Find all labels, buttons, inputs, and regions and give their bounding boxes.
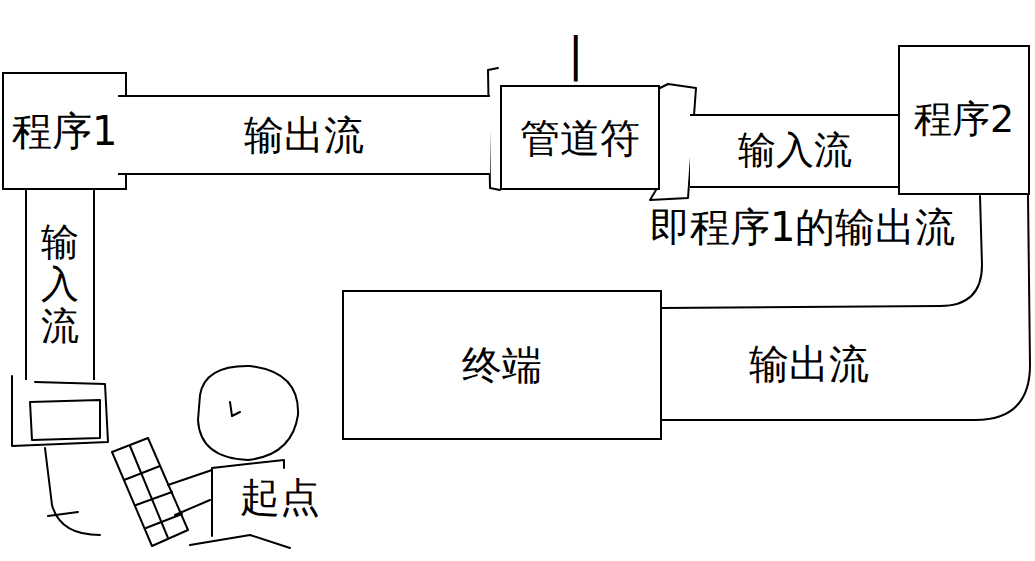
node-text: 程序1 xyxy=(12,108,117,154)
node-text: 输入流 xyxy=(738,129,852,173)
cable-sketch xyxy=(45,448,100,535)
person-arm xyxy=(168,470,212,515)
node-text: 输出流 xyxy=(244,112,364,158)
process-box: 管道符 xyxy=(500,85,660,190)
stream-band: 输入流 xyxy=(690,114,900,188)
start-label: 起点 xyxy=(240,474,320,520)
node-text: 输入流 xyxy=(41,222,79,347)
node-text: 终端 xyxy=(462,342,542,388)
process-box: 程序1 xyxy=(2,72,127,190)
process-box: 终端 xyxy=(342,290,662,440)
monitor-sketch xyxy=(12,376,108,446)
monitor-sketch xyxy=(30,400,100,440)
stream-band: 输出流 xyxy=(664,310,954,418)
person-face xyxy=(230,402,240,416)
stream-band: 输入流 xyxy=(25,190,95,380)
node-text: 程序2 xyxy=(914,98,1014,142)
person-head xyxy=(198,366,298,460)
keyboard-sketch xyxy=(112,438,188,546)
node-text: 管道符 xyxy=(520,115,640,161)
stream-band: 输出流 xyxy=(118,95,490,175)
note-text: 即程序1的输出流 xyxy=(650,204,955,250)
pipe-symbol: | xyxy=(568,28,584,81)
node-text: 输出流 xyxy=(749,341,869,387)
person-body xyxy=(190,535,290,548)
cable-sketch xyxy=(48,512,78,516)
keyboard-sketch xyxy=(124,446,182,538)
process-box: 程序2 xyxy=(898,45,1030,195)
